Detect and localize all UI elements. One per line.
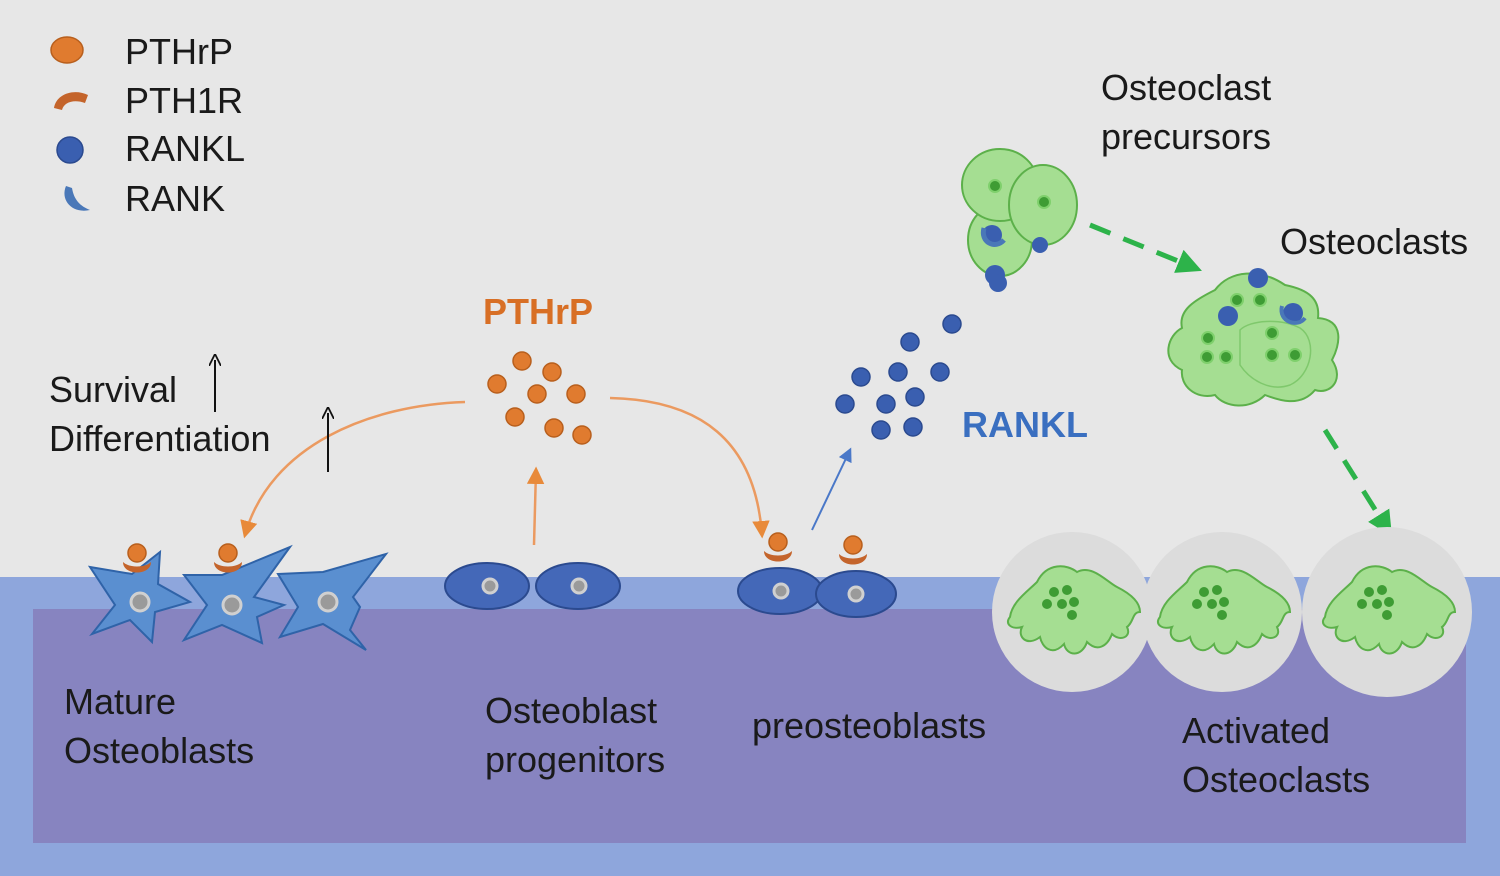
activated-osteoclasts-label-line1: Activated [1182, 710, 1331, 751]
rankl-legend-icon [56, 136, 84, 164]
osteoblast-progenitors-label-line1: Osteoblast [485, 690, 658, 731]
arrow-pthrp-to-preosteoblast [609, 396, 770, 539]
legend-label-rankl: RANKL [125, 128, 246, 169]
pthrp-legend-icon [50, 36, 84, 64]
resorption-pit [1142, 532, 1302, 692]
resorption-pit [1302, 527, 1472, 697]
mature-osteoblast [276, 552, 389, 651]
osteoclast-precursors-label-line1: Osteoclast [1101, 67, 1272, 108]
osteoclast-cells [1167, 268, 1340, 407]
survival-label: Survival [49, 369, 178, 410]
osteoblast-progenitor-cells [444, 562, 621, 610]
preosteoblasts-label: preosteoblasts [752, 705, 987, 746]
rankl-label: RANKL [962, 404, 1088, 445]
osteoclast-precursor-cells [961, 148, 1078, 292]
mature-osteoblast [181, 544, 293, 645]
mature-osteoblasts-label-line1: Mature [64, 681, 177, 722]
mature-osteoblasts-label-line2: Osteoblasts [64, 730, 255, 771]
arrow-pthrp-to-mature [240, 400, 466, 539]
activated-osteoclasts-label-line2: Osteoclasts [1182, 759, 1371, 800]
pthrp-molecule-cluster [487, 351, 592, 445]
pth1r-bound-receptors [123, 532, 867, 573]
pth1r-legend-icon [54, 92, 88, 110]
mature-osteoblast-cells [87, 544, 389, 651]
arrow-progenitor-to-pthrp [526, 466, 545, 546]
preosteoblast-cells [737, 567, 897, 618]
pathway-arrows [215, 222, 1392, 546]
legend-label-rank: RANK [125, 178, 226, 219]
legend-icons [50, 36, 90, 211]
osteoclasts-label: Osteoclasts [1280, 221, 1469, 262]
legend-label-pthrp: PTHrP [125, 31, 233, 72]
differentiation-label: Differentiation [49, 418, 271, 459]
mature-osteoblast [87, 549, 193, 645]
osteoclast-precursors-label-line2: precursors [1101, 116, 1272, 157]
legend-label-pth1r: PTH1R [125, 80, 244, 121]
arrow-precursors-to-osteoclasts [1089, 222, 1202, 273]
rank-legend-icon [64, 186, 90, 211]
arrow-osteoclasts-to-activated [1322, 428, 1392, 537]
arrow-preosteoblast-to-rankl [811, 447, 852, 531]
pthrp-label: PTHrP [483, 291, 594, 332]
activated-osteoclast-cells [992, 527, 1472, 697]
osteoblast-progenitors-label-line2: progenitors [485, 739, 666, 780]
rankl-molecule-cluster [835, 314, 962, 440]
resorption-pit [992, 532, 1152, 692]
